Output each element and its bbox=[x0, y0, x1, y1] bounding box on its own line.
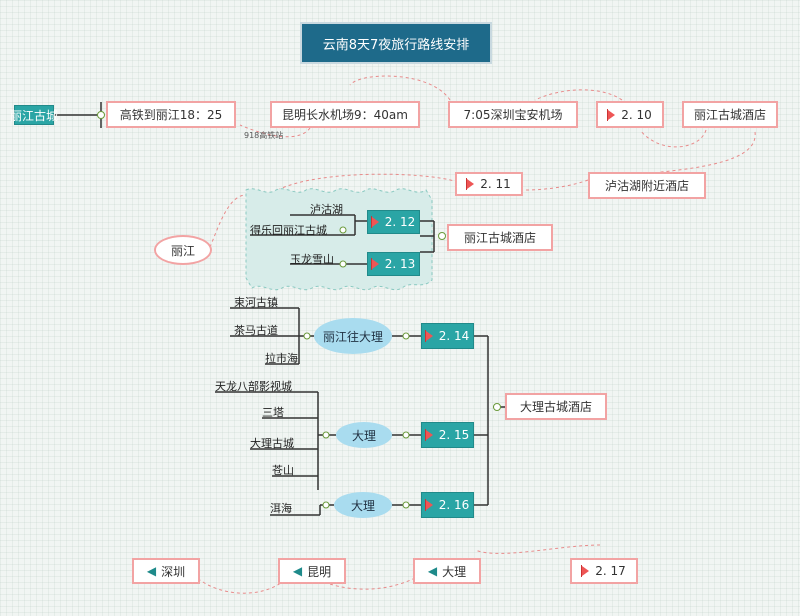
date-2-11-node[interactable]: 2. 11 bbox=[455, 172, 523, 196]
date-label: 2. 13 bbox=[384, 257, 416, 271]
date-label: 2. 17 bbox=[595, 564, 626, 578]
date-2-17-node[interactable]: 2. 17 bbox=[570, 558, 638, 584]
date-2-10-node[interactable]: 2. 10 bbox=[596, 101, 664, 128]
lugu-hotel-node[interactable]: 泸沽湖附近酒店 bbox=[588, 172, 706, 199]
date-label: 2. 12 bbox=[384, 215, 416, 229]
date-2-16-node[interactable]: 2. 16 bbox=[421, 492, 474, 518]
lijiang-hotel-top-node[interactable]: 丽江古城酒店 bbox=[682, 101, 778, 128]
lijiang-hotel-node[interactable]: 丽江古城酒店 bbox=[447, 224, 553, 251]
kunming-airport-node[interactable]: 昆明长水机场9：40am bbox=[270, 101, 420, 128]
date-2-13-node[interactable]: 2. 13 bbox=[367, 252, 420, 276]
node-label: 深圳 bbox=[161, 564, 186, 579]
shenzhen-return-node[interactable]: ◀ 深圳 bbox=[132, 558, 200, 584]
topic-dali-16[interactable]: 大理 bbox=[334, 492, 392, 518]
arrow-left-icon: ◀ bbox=[292, 564, 303, 578]
leaf-dali-ancient-town: 大理古城 bbox=[250, 437, 294, 450]
flag-icon bbox=[424, 429, 433, 441]
date-label: 2. 11 bbox=[480, 177, 511, 191]
date-2-15-node[interactable]: 2. 15 bbox=[421, 422, 474, 448]
leaf-three-pagodas: 三塔 bbox=[262, 406, 284, 419]
arrow-left-icon: ◀ bbox=[427, 564, 438, 578]
leaf-lugu-lake: 泸沽湖 bbox=[310, 203, 343, 216]
flag-icon bbox=[581, 565, 590, 577]
lijiang-ancient-town-node[interactable]: 丽江古城 bbox=[10, 105, 58, 125]
flag-icon bbox=[466, 178, 475, 190]
flag-icon bbox=[607, 108, 616, 121]
leaf-tianlong-film-city: 天龙八部影视城 bbox=[215, 380, 292, 393]
dali-return-node[interactable]: ◀ 大理 bbox=[413, 558, 481, 584]
date-2-12-node[interactable]: 2. 12 bbox=[367, 210, 420, 234]
node-label: 大理 bbox=[442, 564, 467, 579]
leaf-erhai: 洱海 bbox=[270, 502, 292, 515]
gaotie-note: 918高铁站 bbox=[244, 131, 284, 140]
flag-icon bbox=[424, 330, 433, 342]
date-label: 2. 14 bbox=[438, 329, 470, 343]
topic-lijiang-to-dali[interactable]: 丽江往大理 bbox=[314, 318, 392, 354]
node-label: 昆明 bbox=[307, 564, 332, 579]
leaf-tea-horse-road: 茶马古道 bbox=[234, 324, 278, 337]
date-label: 2. 10 bbox=[621, 107, 652, 122]
date-label: 2. 15 bbox=[438, 428, 470, 442]
leaf-cangshan: 苍山 bbox=[272, 464, 294, 477]
flag-icon bbox=[370, 258, 379, 270]
flag-icon bbox=[370, 216, 379, 228]
date-2-14-node[interactable]: 2. 14 bbox=[421, 323, 474, 349]
leaf-back-to-lijiang: 得乐回丽江古城 bbox=[250, 224, 327, 237]
gaotie-node[interactable]: 高铁到丽江18：25 bbox=[106, 101, 236, 128]
diagram-title: 云南8天7夜旅行路线安排 bbox=[302, 24, 490, 62]
arrow-left-icon: ◀ bbox=[146, 564, 157, 578]
date-label: 2. 16 bbox=[438, 498, 470, 512]
lijiang-callout[interactable]: 丽江 bbox=[154, 235, 212, 265]
topic-dali-15[interactable]: 大理 bbox=[336, 422, 392, 448]
flag-icon bbox=[424, 499, 433, 511]
dali-hotel-node[interactable]: 大理古城酒店 bbox=[505, 393, 607, 420]
leaf-lashi-lake: 拉市海 bbox=[265, 352, 298, 365]
kunming-return-node[interactable]: ◀ 昆明 bbox=[278, 558, 346, 584]
leaf-yulong-snow-mountain: 玉龙雪山 bbox=[290, 253, 334, 266]
leaf-shuhe: 束河古镇 bbox=[234, 296, 278, 309]
shenzhen-airport-node[interactable]: 7:05深圳宝安机场 bbox=[448, 101, 578, 128]
